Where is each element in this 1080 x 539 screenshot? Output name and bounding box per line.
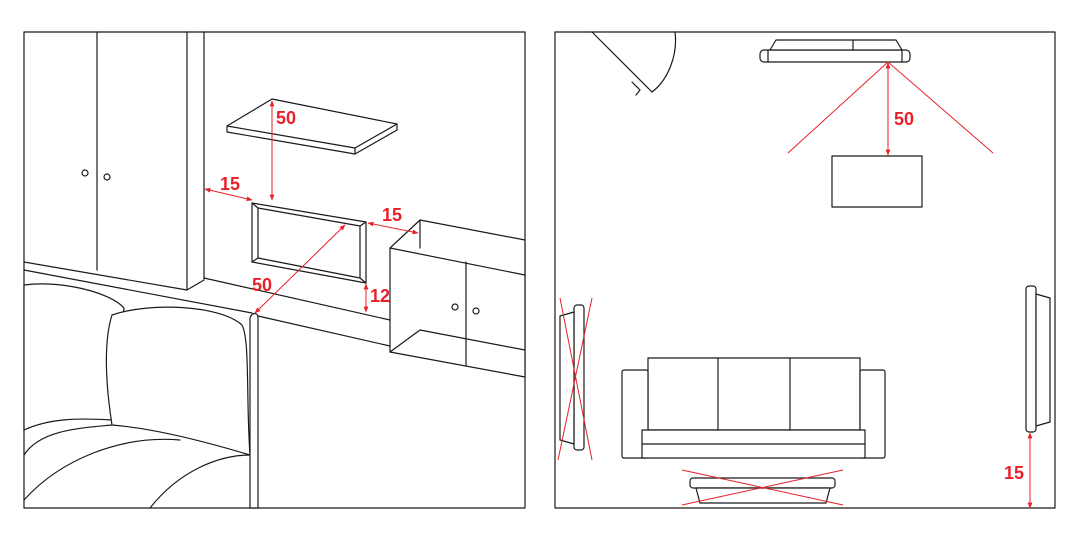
right-panel-floorplan: 50 15 bbox=[554, 31, 1056, 509]
coffee-table bbox=[831, 155, 923, 208]
viewing-distance-arrow bbox=[254, 224, 346, 314]
left-panel-perspective: 50 15 15 50 12 bbox=[23, 31, 526, 509]
wardrobe-knob bbox=[81, 169, 89, 177]
cabinet-gap-arrow bbox=[367, 221, 419, 235]
right-frame bbox=[554, 31, 1056, 509]
wall-tv bbox=[251, 202, 367, 284]
floating-shelf bbox=[226, 98, 398, 155]
sofa-armrest bbox=[249, 312, 259, 509]
cross-mark bbox=[681, 469, 844, 506]
tv-cabinet bbox=[389, 219, 526, 378]
viewing-angle-lines bbox=[787, 61, 994, 154]
cabinet-knob bbox=[472, 307, 480, 315]
shelf-height-label: 50 bbox=[276, 108, 296, 128]
tv-top bbox=[759, 39, 911, 63]
sofa bbox=[23, 283, 259, 509]
wall-gap-arrow bbox=[204, 187, 253, 202]
wall-gap-label: 15 bbox=[220, 174, 240, 194]
sofa-plan bbox=[621, 357, 886, 459]
wardrobe bbox=[23, 31, 205, 291]
wardrobe-knob bbox=[103, 173, 111, 181]
cross-mark bbox=[557, 297, 593, 461]
cabinet-gap-label: 15 bbox=[382, 205, 402, 225]
tv-right bbox=[1025, 285, 1051, 433]
cabinet-knob bbox=[451, 303, 459, 311]
left-dimensions: 50 15 15 50 12 bbox=[204, 100, 419, 314]
cabinet-height-label: 12 bbox=[370, 286, 390, 306]
viewing-distance-label: 50 bbox=[894, 109, 914, 129]
floor-height-label: 15 bbox=[1004, 463, 1024, 483]
tv-left-rejected bbox=[557, 297, 593, 461]
door bbox=[591, 31, 677, 96]
tv-bottom-rejected bbox=[681, 469, 844, 506]
viewing-distance-label: 50 bbox=[252, 275, 272, 295]
